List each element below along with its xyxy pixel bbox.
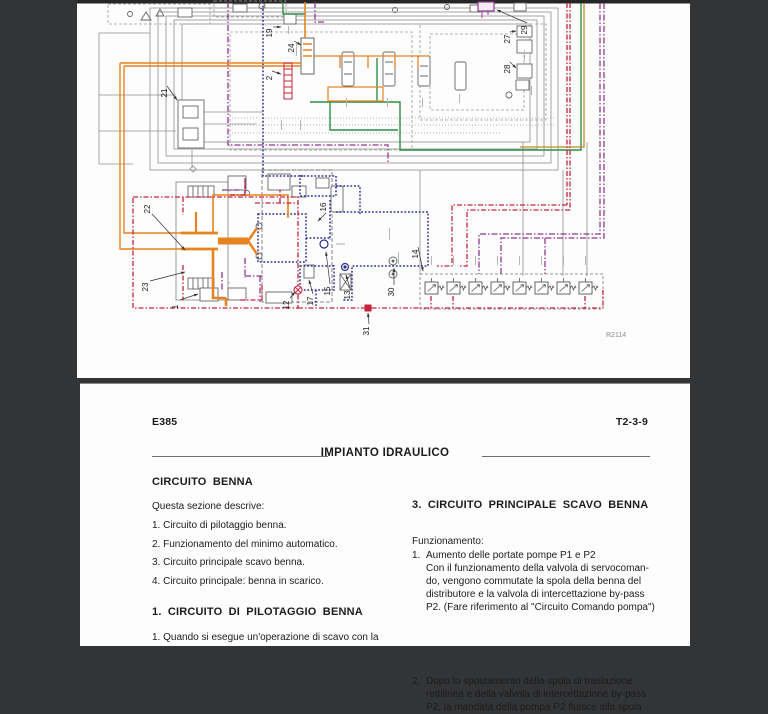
section-list: 1. Circuito di pilotaggio benna. 2. Funz… — [152, 517, 338, 592]
model-code: E385 — [152, 416, 178, 428]
paragraph-line: Dopo lo spostamento della spola di trasl… — [426, 676, 633, 687]
junction-31 — [364, 304, 372, 312]
section-title-scavo-benna: 3. CIRCUITO PRINCIPALE SCAVO BENNA — [412, 499, 649, 511]
paragraph-line: P2, la mandata della pompa P2 fluisce al… — [426, 702, 642, 713]
orange-lines — [119, 2, 430, 306]
chapter-heading: IMPIANTO IDRAULICO — [320, 447, 450, 459]
callout-14: 14 — [411, 249, 420, 258]
funzionamento-label: Funzionamento: — [412, 536, 484, 547]
page-number: T2-3-9 — [615, 416, 648, 428]
paragraph-line: Con il funzionamento della valvola di se… — [426, 563, 649, 574]
paragraph-line: distributore e la valvola di intercettaz… — [426, 589, 645, 600]
heading-rule-left — [152, 456, 328, 457]
component-symbols — [127, 2, 533, 304]
hydraulic-schematic: 19 24 2 21 22 23 1 12 17 15 13 16 30 14 … — [77, 0, 690, 339]
green-lines — [282, 2, 582, 151]
purple-component — [477, 1, 495, 18]
callout-29: 29 — [520, 25, 529, 34]
paragraph-number: 1. — [412, 550, 421, 561]
text-page: E385 T2-3-9 IMPIANTO IDRAULICO CIRCUITO … — [80, 383, 690, 713]
schematic-page: 19 24 2 21 22 23 1 12 17 15 13 16 30 14 … — [77, 0, 690, 378]
callout-19: 19 — [265, 28, 274, 37]
callout-2: 2 — [265, 75, 274, 80]
callout-1: 1 — [171, 304, 180, 309]
callout-22: 22 — [143, 204, 152, 213]
list-item: 3. Circuito principale scavo benna. — [152, 557, 305, 569]
red-fittings — [283, 62, 372, 312]
paragraph-line: Aumento delle portate pompe P1 e P2 — [426, 550, 596, 561]
list-item: 1. Circuito di pilotaggio benna. — [152, 520, 287, 531]
amber-line — [520, 3, 585, 148]
paragraph-line: rettilinea e della valvola di intercetta… — [426, 689, 647, 700]
page-top-edge — [77, 0, 690, 4]
callout-31: 31 — [362, 326, 371, 335]
subsection-paragraph: 1. Quando si esegue un'operazione di sca… — [152, 632, 379, 643]
callout-15: 15 — [323, 286, 332, 295]
navy-pilot-lines — [257, 2, 429, 306]
heading-rule-right — [482, 456, 650, 457]
callout-13: 13 — [343, 290, 352, 299]
purple-pilot-lines — [221, 2, 605, 302]
paragraph-number: 2. — [412, 676, 421, 687]
list-item: 4. Circuito principale: benna in scarico… — [152, 576, 324, 588]
subsection-title-pilotaggio: 1. CIRCUITO DI PILOTAGGIO BENNA — [152, 606, 363, 618]
numbered-paragraph-2: 2. Dopo lo spostamento della spola di tr… — [412, 675, 666, 714]
callout-30: 30 — [387, 287, 396, 296]
callout-23: 23 — [141, 282, 150, 291]
figure-reference: R2114 — [606, 332, 626, 339]
numbered-paragraph-1: 1. Aumento delle portate pompe P1 e P2 C… — [412, 549, 666, 614]
callout-17: 17 — [306, 296, 315, 305]
callout-24: 24 — [287, 43, 296, 52]
solenoid-valve-row — [424, 277, 599, 295]
micro-label-marks — [281, 26, 586, 265]
paragraph-line: P2. (Fare riferimento al "Circuito Coman… — [426, 602, 655, 613]
callout-12: 12 — [282, 300, 291, 309]
paragraph-line: do, vengono commutate la spola della ben… — [426, 576, 642, 587]
callout-27: 27 — [503, 34, 512, 43]
callout-28: 28 — [503, 64, 512, 73]
navy-pilot-nodes — [319, 239, 350, 272]
callout-leaders — [149, 9, 528, 325]
list-item: 2. Funzionamento del minimo automatico. — [152, 538, 338, 550]
red-main-lines — [132, 3, 604, 309]
pdf-viewer: { "viewer": { "background_color": "#3334… — [77, 0, 690, 713]
section-title-circuito-benna: CIRCUITO BENNA — [152, 476, 253, 488]
callout-21: 21 — [160, 88, 169, 97]
section-intro: Questa sezione descrive: — [152, 501, 265, 512]
callout-16: 16 — [319, 202, 328, 211]
callout-labels: 19 24 2 21 22 23 1 12 17 15 13 16 30 14 … — [141, 25, 529, 335]
